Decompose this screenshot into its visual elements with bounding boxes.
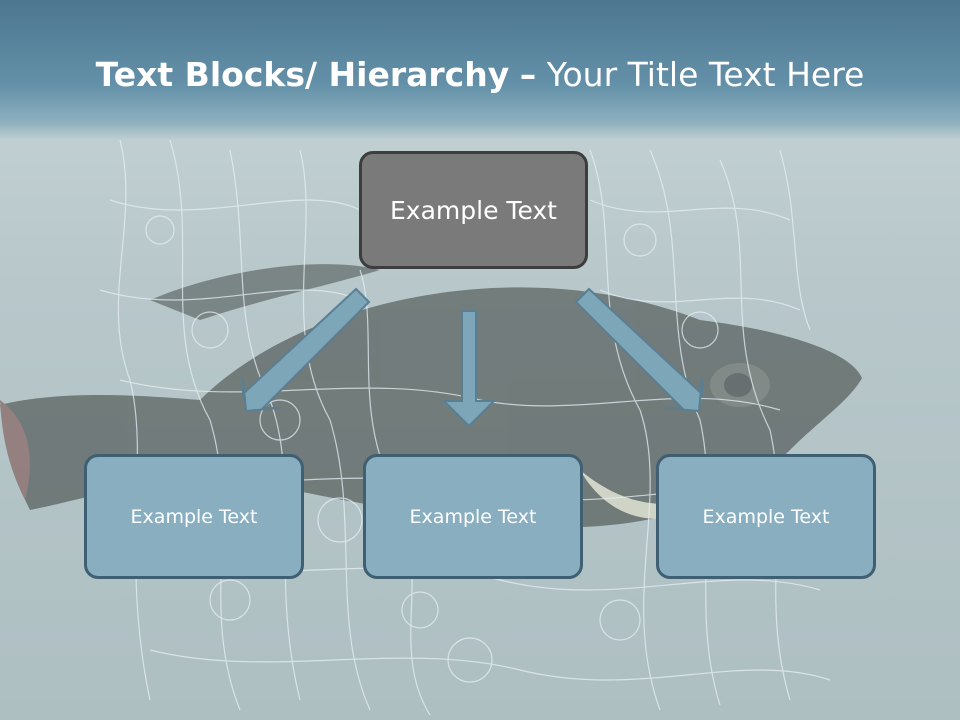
- root-text-block: Example Text: [359, 151, 588, 269]
- title-separator: –: [519, 55, 537, 94]
- slide-title: Text Blocks/ Hierarchy – Your Title Text…: [0, 52, 960, 98]
- title-band: [0, 0, 960, 140]
- child-text-block-left: Example Text: [84, 454, 304, 579]
- child-text-label: Example Text: [130, 505, 258, 528]
- child-text-label: Example Text: [409, 505, 537, 528]
- arrow-to-right-block: [574, 287, 703, 413]
- root-text-label: Example Text: [390, 195, 557, 225]
- arrow-to-middle-block: [441, 310, 497, 428]
- child-text-block-right: Example Text: [656, 454, 876, 579]
- arrow-to-left-block: [242, 287, 371, 413]
- title-regular-part: Your Title Text Here: [546, 55, 865, 94]
- child-text-label: Example Text: [702, 505, 830, 528]
- title-bold-part: Text Blocks/ Hierarchy: [95, 55, 510, 94]
- child-text-block-middle: Example Text: [363, 454, 583, 579]
